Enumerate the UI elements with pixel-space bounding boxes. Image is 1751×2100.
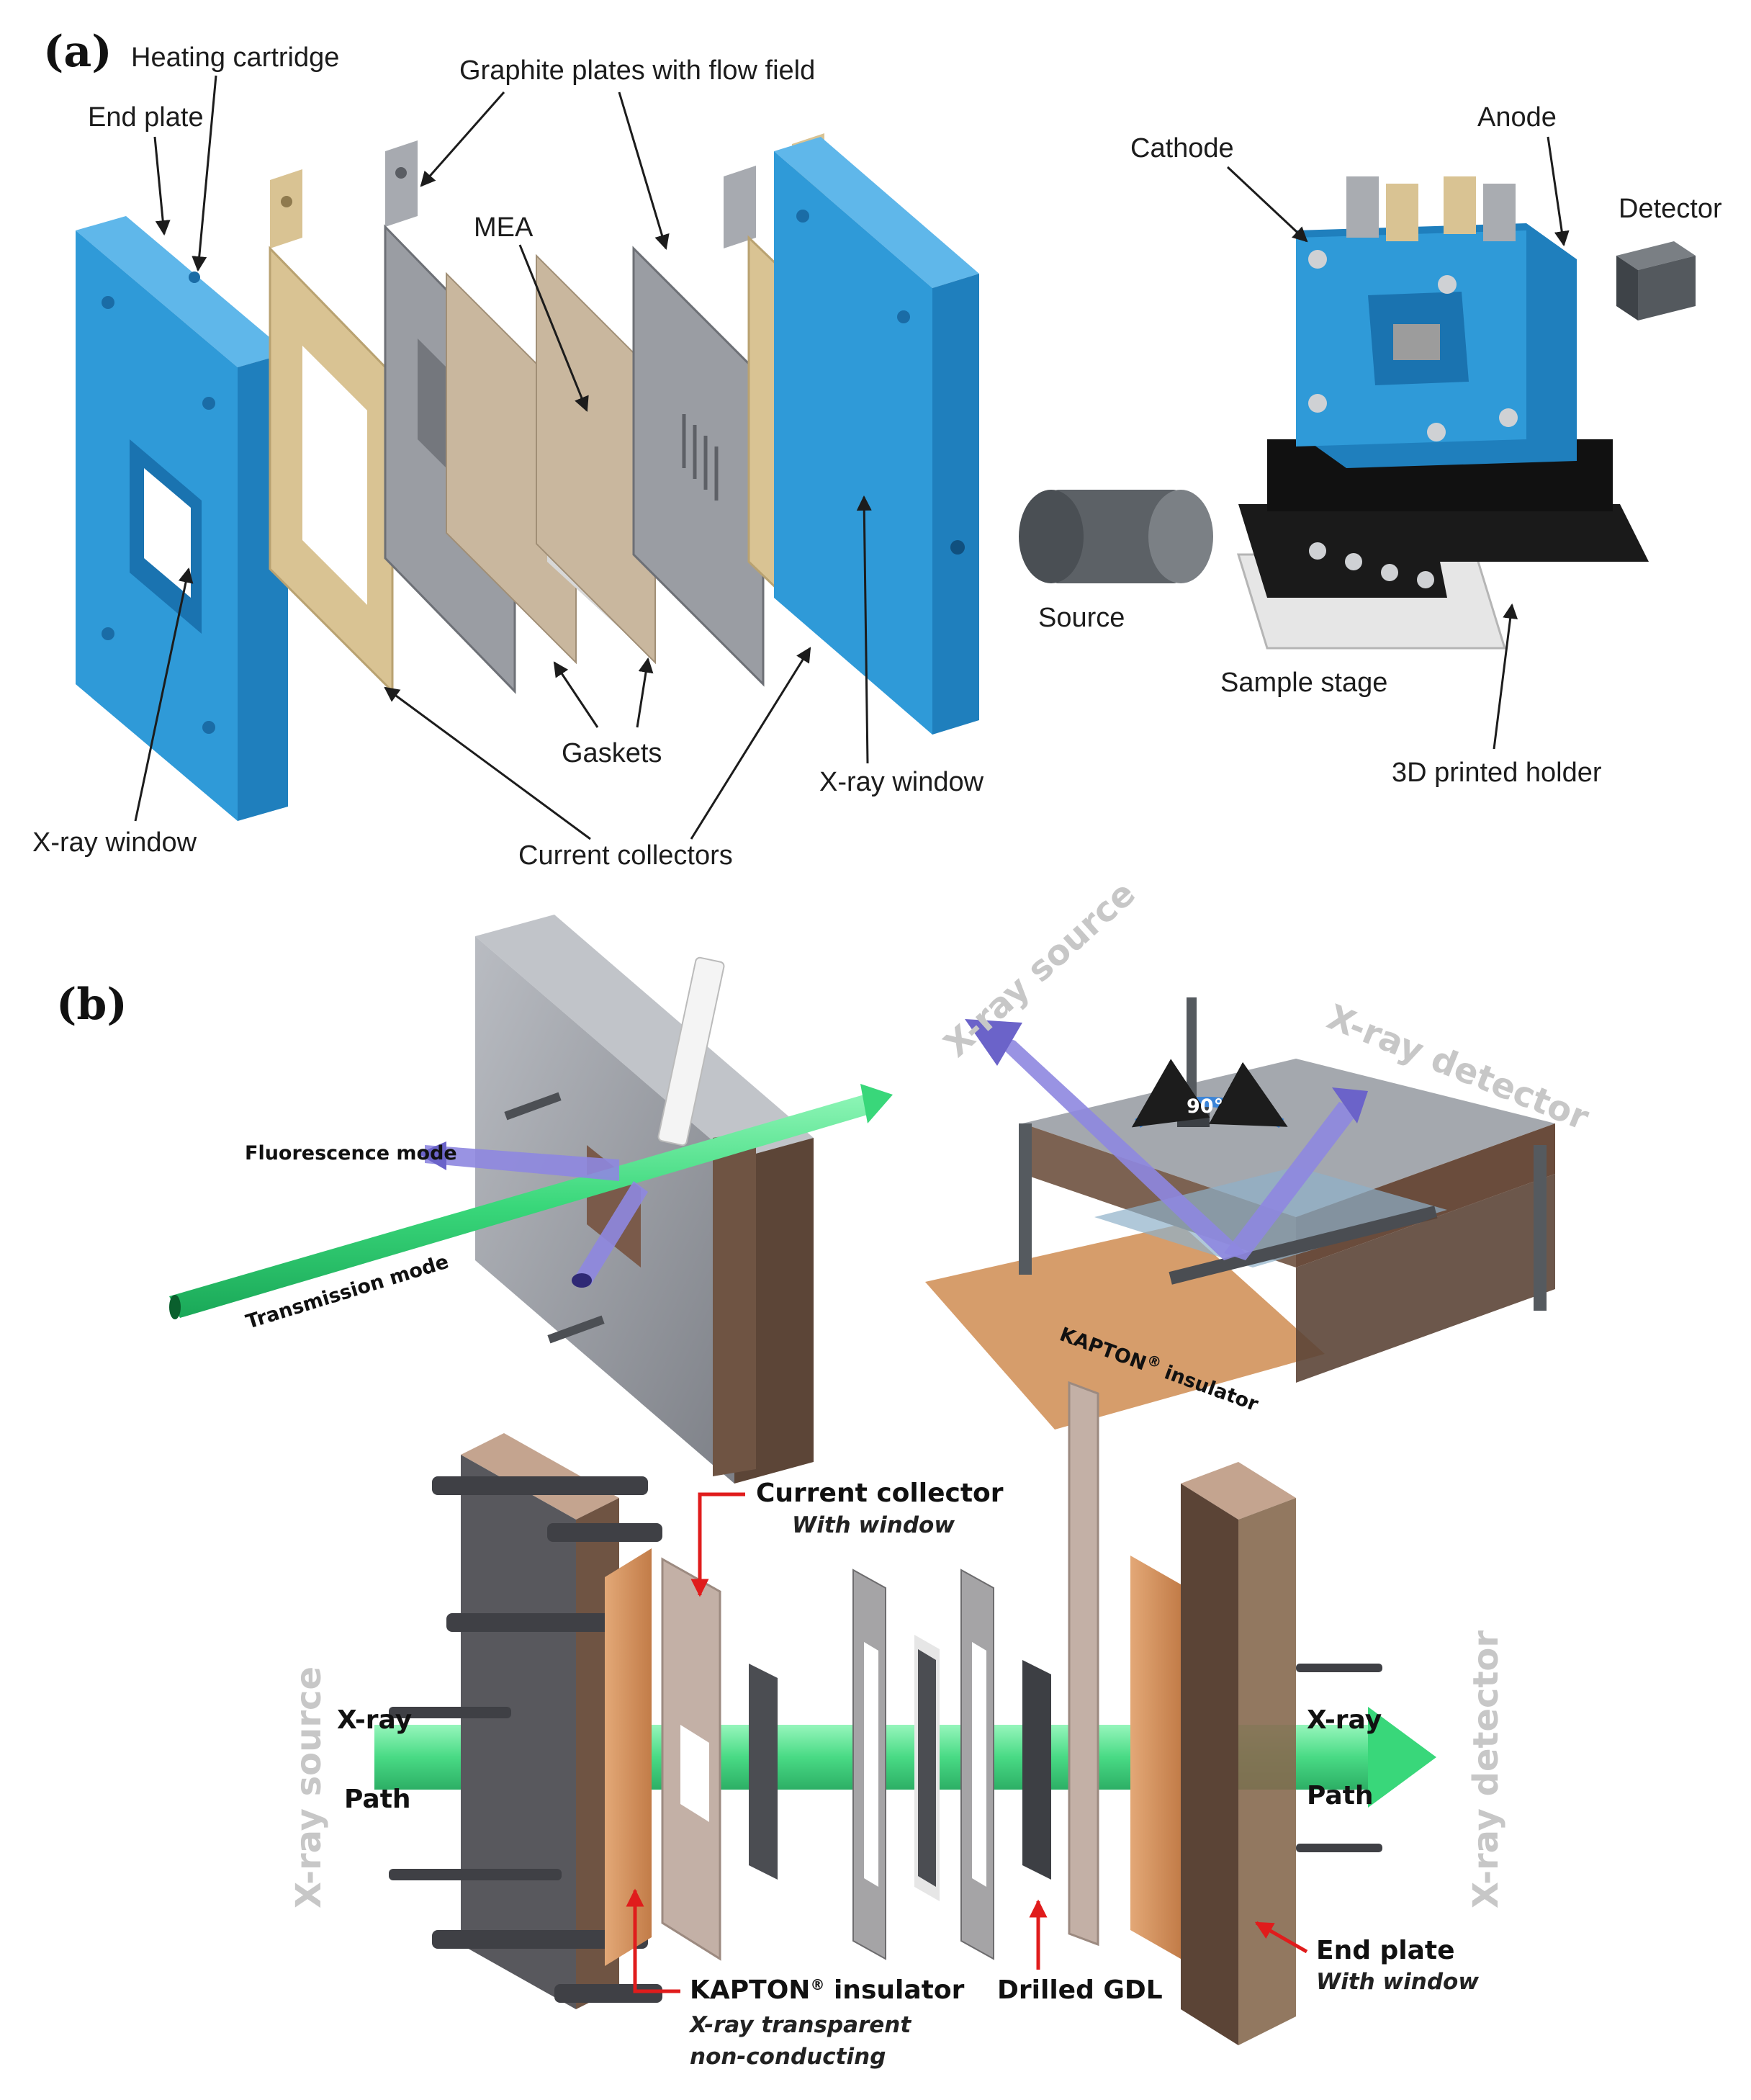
- label-sample-stage: Sample stage: [1220, 668, 1387, 698]
- label-side-xray-source: X-ray source: [289, 1666, 329, 1908]
- label-path-right-2: Path: [1307, 1781, 1374, 1810]
- label-detector: Detector: [1619, 194, 1722, 224]
- label-mea: MEA: [474, 212, 534, 243]
- label-3d-printed-holder: 3D printed holder: [1392, 758, 1602, 788]
- label-angle: 90°: [1187, 1095, 1223, 1118]
- source-cylinder: [1019, 490, 1213, 583]
- label-source: Source: [1038, 603, 1125, 633]
- drilled-gdl: [1022, 1660, 1051, 1880]
- label-end-plate-note: With window: [1316, 1969, 1479, 1995]
- label-grazing-xray-source: X-ray source: [937, 873, 1143, 1064]
- label-side-xray-detector: X-ray detector: [1466, 1630, 1506, 1908]
- panel-b-tag: (b): [56, 979, 127, 1030]
- panel-a-assembled-setup: [1019, 176, 1696, 650]
- label-fluorescence-mode: Fluorescence mode: [245, 1142, 457, 1165]
- label-path-right-1: X-ray: [1307, 1705, 1382, 1735]
- label-gaskets: Gaskets: [562, 738, 662, 768]
- detector-cube: [1616, 241, 1696, 320]
- label-xray-window-right: X-ray window: [819, 767, 984, 797]
- label-path-left-1: X-ray: [337, 1705, 412, 1735]
- right-end-plate: [774, 137, 979, 735]
- left-current-collector: [269, 169, 394, 694]
- label-current-collector: Current collector: [756, 1478, 1004, 1508]
- panel-a-tag: (a): [43, 27, 112, 77]
- label-end-plate-b: End plate: [1316, 1936, 1455, 1965]
- kapton-sheet: [925, 1224, 1325, 1430]
- right-graphite-plate: [632, 166, 765, 687]
- left-end-plate: [76, 216, 310, 821]
- label-xray-window-left: X-ray window: [32, 827, 197, 858]
- label-cathode: Cathode: [1130, 133, 1234, 163]
- label-heating-cartridge: Heating cartridge: [131, 42, 339, 73]
- label-end-plate: End plate: [88, 102, 204, 133]
- label-current-collectors: Current collectors: [518, 840, 733, 871]
- label-drilled-gdl: Drilled GDL: [997, 1975, 1163, 2005]
- label-kapton-insulator: KAPTON® insulator: [690, 1975, 965, 2005]
- label-current-collector-note: With window: [792, 1512, 955, 1538]
- label-kapton-note-2: non-conducting: [690, 2044, 886, 2070]
- label-path-left-2: Path: [344, 1785, 411, 1814]
- panel-b-cell-modes: [169, 915, 893, 1484]
- label-kapton-note-1: X-ray transparent: [688, 2012, 911, 2038]
- label-graphite-plates: Graphite plates with flow field: [459, 55, 815, 86]
- panel-b-grazing-cell: 90°: [925, 997, 1555, 1430]
- kapton-insulator: [605, 1548, 652, 1966]
- label-anode: Anode: [1477, 102, 1557, 133]
- panel-b-exploded-stack: [374, 1381, 1436, 2045]
